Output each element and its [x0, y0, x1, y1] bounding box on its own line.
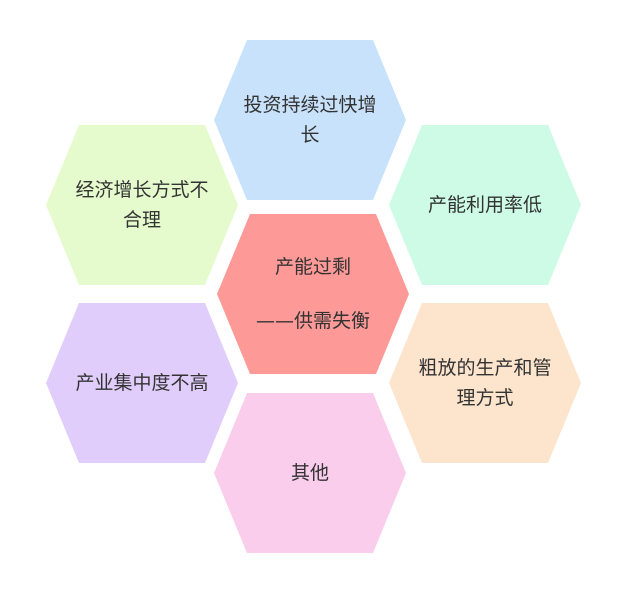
hexagon-bottom-right	[389, 303, 581, 463]
label-line: 粗放的生产和管	[418, 357, 552, 379]
hexagon-label-bottom-left: 产业集中度不高	[52, 368, 232, 398]
label-line: 产能利用率低	[427, 194, 542, 216]
hexagon-label-bottom: 其他	[220, 458, 400, 488]
label-line: 产能过剩	[274, 256, 351, 278]
label-line: 产业集中度不高	[75, 372, 209, 394]
hexagon-label-bottom-right: 粗放的生产和管理方式	[395, 353, 575, 413]
hexagon-top-right	[389, 125, 581, 285]
label-line: 长	[300, 124, 320, 146]
label-line: 其他	[290, 462, 329, 484]
hexagon-label-top-right: 产能利用率低	[395, 190, 575, 220]
label-line: 经济增长方式不	[75, 179, 209, 201]
hexagon-bottom	[214, 393, 406, 553]
hexagon-label-center: 产能过剩 ——供需失衡	[223, 240, 403, 348]
label-line: 合理	[122, 209, 161, 231]
hexagon-center	[217, 214, 409, 374]
label-line: ——供需失衡	[255, 310, 370, 332]
hexagon-label-top: 投资持续过快增长	[220, 90, 400, 150]
label-line: 投资持续过快增	[243, 94, 377, 116]
hexagon-label-top-left: 经济增长方式不合理	[52, 175, 232, 235]
hexagon-top-left	[46, 125, 238, 285]
hexagon-top	[214, 40, 406, 200]
hexagon-bottom-left	[46, 303, 238, 463]
label-line: 理方式	[456, 387, 514, 409]
